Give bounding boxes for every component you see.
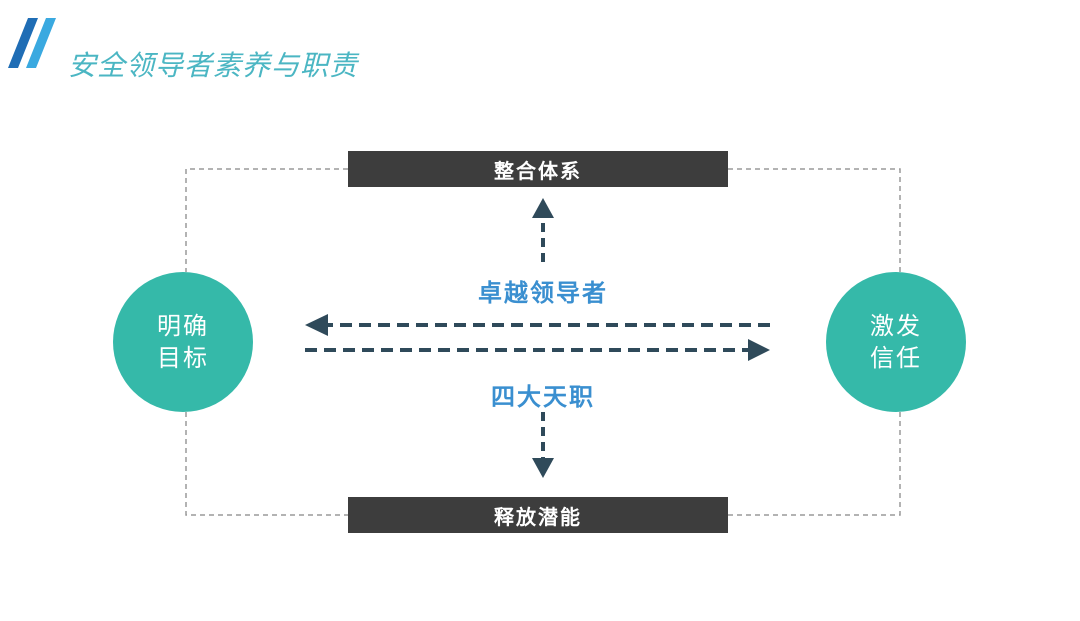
center-label-excellent-leader: 卓越领导者 (478, 279, 608, 307)
header-slash-dark (8, 18, 38, 68)
dashed-frame (185, 168, 901, 516)
top-box-integrate-system: 整合体系 (348, 151, 728, 187)
right-circle-inspire-trust: 激发 信任 (826, 272, 966, 412)
bottom-box-release-potential: 释放潜能 (348, 497, 728, 533)
arrow-right (305, 339, 770, 361)
arrow-up (532, 198, 554, 262)
arrow-down (532, 412, 554, 478)
left-circle-line1: 明确 (157, 312, 209, 340)
center-label-four-duties: 四大天职 (491, 383, 595, 411)
header-slash-light (26, 18, 56, 68)
left-circle-clear-goals: 明确 目标 (113, 272, 253, 412)
right-circle-line1: 激发 (870, 312, 922, 340)
right-circle-line2: 信任 (870, 344, 922, 372)
left-circle-line2: 目标 (157, 344, 209, 372)
arrow-left (305, 314, 770, 336)
page-title: 安全领导者素养与职责 (68, 49, 359, 82)
